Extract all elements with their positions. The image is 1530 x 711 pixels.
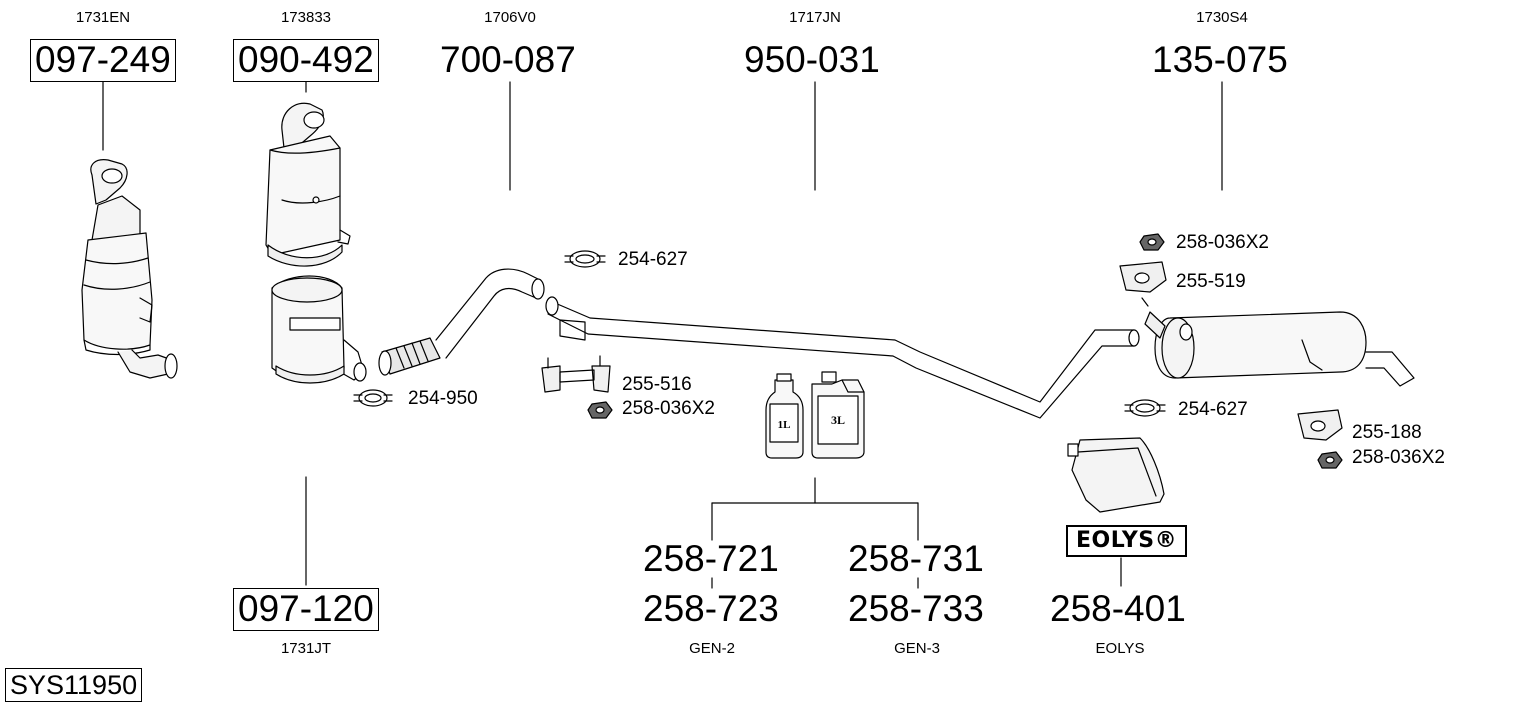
part-097-249[interactable]: 097-249 <box>30 39 176 82</box>
catalyst-097-249-drawing <box>81 159 178 379</box>
part-700-087[interactable]: 700-087 <box>440 39 576 80</box>
ref-1731en: 1731EN <box>75 9 131 26</box>
middle-pipe-950-031-drawing <box>545 296 1140 419</box>
bottle-3l-drawing <box>811 371 865 459</box>
ref-gen-3: GEN-3 <box>894 640 940 657</box>
label-clamp-254-627-rear[interactable]: 254-627 <box>1178 399 1248 420</box>
bottle-1l-label: 1L <box>778 419 791 431</box>
clamp-254-950-drawing <box>353 389 393 407</box>
label-mount-255-188[interactable]: 255-188 <box>1352 422 1422 443</box>
ref-173833: 173833 <box>280 9 332 26</box>
part-950-031[interactable]: 950-031 <box>744 39 880 80</box>
label-clamp-254-950[interactable]: 254-950 <box>408 388 478 409</box>
clamp-254-627-mid-drawing <box>564 250 606 268</box>
mount-255-188-drawing <box>1297 409 1343 441</box>
part-135-075[interactable]: 135-075 <box>1152 39 1288 80</box>
eolys-tank-drawing <box>1067 437 1165 513</box>
part-258-401[interactable]: 258-401 <box>1050 588 1186 629</box>
rear-muffler-135-075-drawing <box>1144 311 1415 387</box>
ref-gen-2: GEN-2 <box>689 640 735 657</box>
mount-255-519-drawing <box>1119 261 1167 307</box>
part-258-731[interactable]: 258-731 <box>848 538 984 579</box>
nut-258-036-rear-drawing <box>1317 451 1343 469</box>
part-258-721[interactable]: 258-721 <box>643 538 779 579</box>
bottle-1l-drawing <box>765 373 804 459</box>
catalyst-090-492-drawing <box>265 102 367 384</box>
clamp-254-627-rear-drawing <box>1124 399 1166 417</box>
label-nut-258-036-reartop[interactable]: 258-036X2 <box>1176 232 1269 253</box>
part-090-492[interactable]: 090-492 <box>233 39 379 82</box>
label-mount-255-519[interactable]: 255-519 <box>1176 271 1246 292</box>
bottle-3l-label: 3L <box>831 413 845 427</box>
system-id: SYS11950 <box>5 668 143 702</box>
ref-1731jt: 1731JT <box>280 640 332 657</box>
part-258-733[interactable]: 258-733 <box>848 588 984 629</box>
label-clamp-254-627-mid[interactable]: 254-627 <box>618 249 688 270</box>
ref-1706v0: 1706V0 <box>484 9 536 26</box>
part-258-723[interactable]: 258-723 <box>643 588 779 629</box>
label-nut-258-036-mid[interactable]: 258-036X2 <box>622 398 715 419</box>
part-097-120[interactable]: 097-120 <box>233 588 379 631</box>
label-nut-258-036-rear[interactable]: 258-036X2 <box>1352 447 1445 468</box>
flex-pipe-700-087-drawing <box>378 268 545 376</box>
mount-255-516-drawing <box>541 355 611 393</box>
eolys-brand-box: EOLYS® <box>1066 525 1188 557</box>
nut-258-036-mid-drawing <box>587 401 613 419</box>
ref-1730s4: 1730S4 <box>1196 9 1248 26</box>
nut-258-036-reartop-drawing <box>1139 233 1165 251</box>
label-mount-255-516[interactable]: 255-516 <box>622 374 692 395</box>
ref-eolys: EOLYS <box>1095 640 1145 657</box>
ref-1717jn: 1717JN <box>789 9 841 26</box>
